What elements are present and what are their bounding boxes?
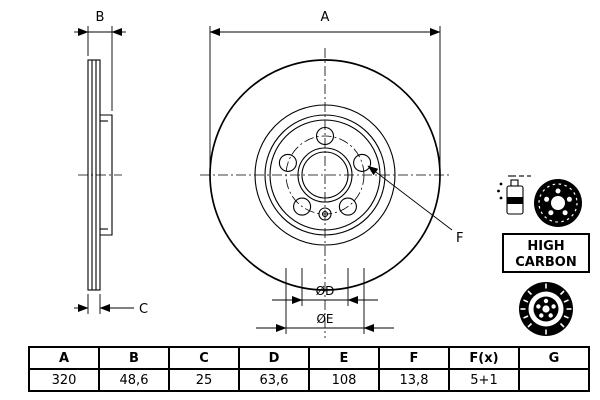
col-header-f: F [378, 346, 450, 370]
vented-disc-bolt-dot [536, 304, 541, 309]
bolt-hole [353, 153, 372, 172]
value-b: 48,6 [98, 368, 170, 392]
bore-chamfer-circle [297, 147, 353, 203]
value-a: 320 [28, 368, 100, 392]
vented-disc-vent-marks [520, 283, 572, 335]
dim-label-a: A [321, 10, 330, 25]
dimension-table: A B C D E F F(x) G 320 48,6 25 63,6 108 … [28, 346, 590, 392]
col-header-g: G [518, 346, 590, 370]
hat-flange-circle [264, 114, 386, 236]
value-e: 108 [308, 368, 380, 392]
hat-profile [100, 114, 113, 236]
front-view: A F ØD ØE [200, 10, 463, 338]
bolt-hole [278, 153, 297, 172]
dim-label-e: ØE [316, 312, 333, 326]
spray-can-band [507, 197, 523, 204]
locating-pin-hole [318, 207, 332, 221]
dim-label-b: B [96, 10, 105, 25]
outer-diameter-circle [209, 59, 441, 291]
dim-label-f: F [456, 231, 463, 246]
col-header-d: D [238, 346, 310, 370]
leader-line-f [367, 165, 453, 231]
high-carbon-badge: HIGH CARBON [502, 233, 590, 273]
col-header-e: E [308, 346, 380, 370]
coated-disc-texture-ring [538, 183, 578, 223]
value-f: 13,8 [378, 368, 450, 392]
value-g [518, 368, 590, 392]
dim-label-d: ØD [316, 284, 335, 298]
spray-can-nozzle [510, 179, 519, 187]
vented-disc-bolt-dot [548, 313, 553, 318]
drawing-canvas: B C A F [74, 10, 590, 338]
col-header-fx: F(x) [448, 346, 520, 370]
value-c: 25 [168, 368, 240, 392]
side-view: B C [74, 10, 148, 317]
high-carbon-line2: CARBON [515, 255, 576, 270]
coated-disc-bolt-dot [548, 210, 554, 216]
table-value-row: 320 48,6 25 63,6 108 13,8 5+1 [28, 368, 590, 392]
spray-droplet [497, 189, 500, 193]
coated-disc-bolt-dot [544, 196, 550, 202]
bolt-hole [293, 197, 312, 216]
bolt-circle [285, 135, 365, 215]
table-header-row: A B C D E F F(x) G [28, 346, 590, 370]
coated-disc-bolt-dot [562, 210, 568, 216]
spray-droplet [499, 182, 503, 186]
vented-disc-bolt-dot [543, 298, 549, 304]
friction-band-inner-circle [254, 104, 396, 246]
locating-pin-hole-inner [321, 210, 329, 218]
high-carbon-box [502, 233, 590, 273]
coated-disc-icon [497, 175, 582, 227]
bolt-hole [315, 126, 335, 146]
bolt-hole [338, 197, 357, 216]
col-header-c: C [168, 346, 240, 370]
coated-disc-bolt-dot [555, 188, 561, 194]
col-header-b: B [98, 346, 170, 370]
col-header-a: A [28, 346, 100, 370]
vented-disc-bolt-dot [539, 313, 544, 318]
vented-disc-center [542, 305, 550, 313]
dim-label-c: C [139, 302, 148, 317]
high-carbon-line1: HIGH [527, 239, 564, 254]
center-bore-circle [301, 151, 349, 199]
coated-disc-center [551, 196, 565, 210]
spray-droplet [499, 196, 503, 200]
coated-disc-bolt-dot [566, 196, 572, 202]
value-d: 63,6 [238, 368, 310, 392]
vented-disc-bolt-dot [551, 304, 556, 309]
vented-disc-icon [519, 282, 573, 336]
value-fx: 5+1 [448, 368, 520, 392]
